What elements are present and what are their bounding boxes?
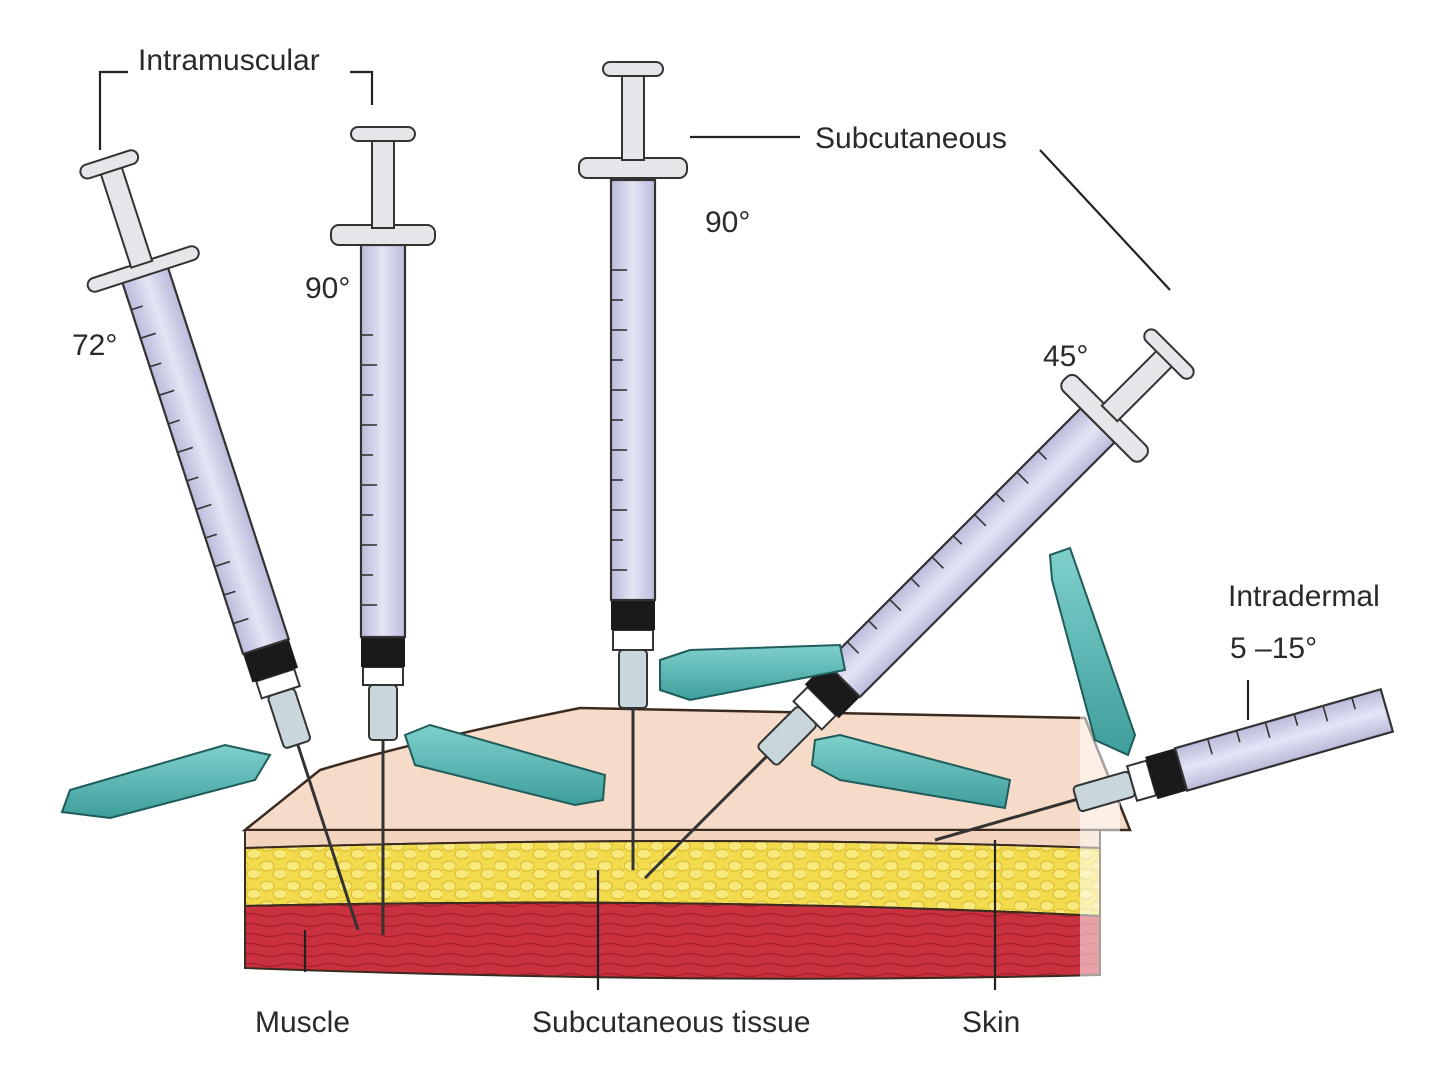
syringe-subq-45	[643, 328, 1195, 880]
tissue-block	[241, 700, 1132, 990]
label-muscle: Muscle	[255, 1006, 350, 1039]
syringe-im-90	[330, 126, 436, 935]
angle-subq-45: 45°	[1043, 340, 1088, 373]
cap-im-72	[60, 743, 272, 820]
muscle-layer	[244, 901, 1101, 980]
label-subcutaneous-tissue: Subcutaneous tissue	[532, 1006, 811, 1039]
angle-im-72: 72°	[72, 329, 117, 362]
syringe-subq-90	[578, 61, 688, 870]
cap-subq-45	[810, 733, 1012, 810]
cap-subq-90	[659, 643, 847, 702]
label-subcutaneous: Subcutaneous	[815, 122, 1007, 155]
label-intramuscular: Intramuscular	[138, 44, 320, 77]
angle-intradermal: 5 –15°	[1230, 632, 1317, 665]
leader-lines	[98, 70, 1250, 990]
label-intradermal: Intradermal	[1228, 580, 1380, 613]
cap-im-90	[403, 723, 607, 807]
intramuscular-bracket	[98, 70, 374, 150]
needle-caps	[60, 546, 1137, 820]
syringe-intradermal	[934, 687, 1395, 842]
subcutaneous-leader-right	[1039, 149, 1171, 291]
angle-im-90: 90°	[305, 272, 350, 305]
angle-subq-90: 90°	[705, 206, 750, 239]
label-skin: Skin	[962, 1006, 1020, 1039]
syringe-im-72	[79, 149, 360, 931]
cap-intradermal	[1048, 546, 1137, 757]
